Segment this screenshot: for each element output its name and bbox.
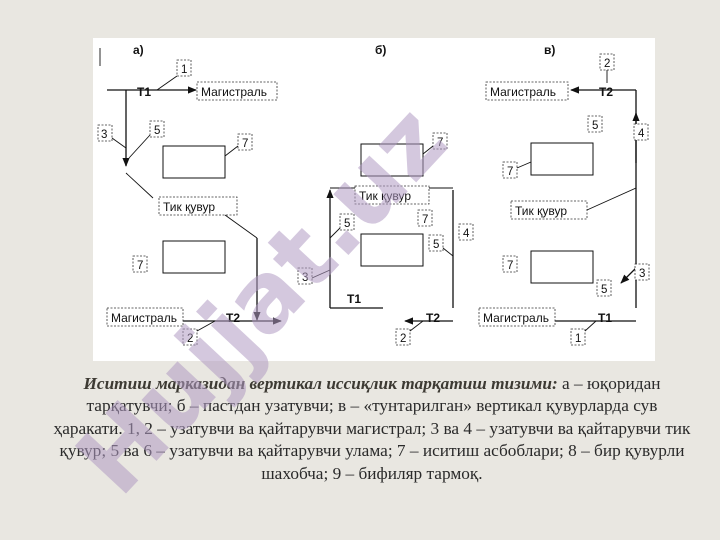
caption-title: Иситиш марказидан вертикал иссиқлик тарқ…	[83, 374, 558, 393]
b-radiator-lower	[360, 233, 424, 267]
c-num-3: 3	[639, 268, 645, 280]
a-magistral-label: Магистраль	[201, 85, 267, 99]
c-radiator-upper	[530, 142, 594, 176]
a-num-3-box	[97, 124, 113, 142]
a-magistral-box	[196, 81, 278, 101]
a-num-3-leader	[111, 137, 127, 149]
b-num-3-leader	[311, 269, 331, 279]
c-link-arrow	[620, 267, 637, 284]
a-radiator-lower	[162, 240, 226, 274]
c-num-5-box	[587, 115, 603, 133]
b-num-5b: 5	[433, 239, 439, 251]
b-riser-box	[354, 185, 430, 205]
a-num-7: 7	[242, 138, 248, 150]
c-magistral-label-2: Магистраль	[483, 311, 549, 325]
b-num-5b-box	[428, 234, 444, 252]
b-num-2-box	[395, 328, 411, 346]
b-num-7-leader	[422, 145, 434, 155]
c-num-4-box	[633, 123, 649, 141]
heating-diagram: а) б) в) T1 Магистраль Тик қувур T2 Маги…	[97, 43, 650, 346]
a-magistral-label-2: Магистраль	[111, 311, 177, 325]
caption-body: а – юқоридан тарқатувчи; б – пастдан уза…	[53, 374, 691, 483]
b-num-5: 5	[344, 218, 350, 230]
b-num-7b-box	[417, 209, 433, 227]
b-num-5-leader	[329, 227, 341, 239]
a-num-1: 1	[181, 64, 187, 76]
panel-a: T1 Магистраль Тик қувур T2 Магистраль 1 …	[97, 59, 282, 346]
a-radiator-upper	[162, 145, 226, 179]
a-num-7b: 7	[137, 260, 143, 272]
a-num-2-leader	[196, 320, 216, 332]
c-tag-t2: T2	[599, 85, 613, 99]
b-tag-t2: T2	[426, 311, 440, 325]
b-num-5b-leader	[442, 247, 454, 257]
b-num-5-box	[339, 213, 355, 231]
a-num-3: 3	[101, 129, 107, 141]
c-num-1-box	[570, 328, 586, 346]
a-num-5: 5	[154, 125, 160, 137]
b-num-4: 4	[463, 228, 470, 240]
a-num-2: 2	[187, 333, 193, 345]
b-num-4-box	[458, 223, 474, 241]
a-riser-label: Тик қувур	[163, 200, 215, 214]
c-num-5b-box	[596, 279, 612, 297]
a-riser-box	[158, 196, 238, 216]
a-tag-t1: T1	[137, 85, 151, 99]
c-tag-t1: T1	[598, 311, 612, 325]
c-riser-label: Тик қувур	[515, 204, 567, 218]
b-tag-t1: T1	[347, 292, 361, 306]
panel-label-b: б)	[375, 43, 386, 57]
c-num-7b: 7	[507, 260, 513, 272]
c-riser-leader	[586, 187, 637, 211]
c-num-7-leader	[516, 161, 532, 169]
panel-b: Тик қувур T1 T2 7 5 7 5 4 3 2	[297, 132, 474, 346]
a-num-7-box	[237, 133, 253, 151]
c-num-2: 2	[604, 58, 610, 70]
panel-c: Магистраль T2 Тик қувур T1 Магистраль 2 …	[478, 53, 650, 346]
a-num-1-leader	[156, 75, 178, 91]
a-num-1-box	[176, 59, 192, 77]
c-num-7b-box	[502, 255, 518, 273]
b-num-7: 7	[437, 137, 443, 149]
a-riser-leader	[125, 172, 154, 199]
b-num-7b: 7	[422, 214, 428, 226]
figure-caption: Иситиш марказидан вертикал иссиқлик тарқ…	[52, 373, 692, 485]
b-riser-label: Тик қувур	[359, 189, 411, 203]
a-num-2-box	[182, 328, 198, 346]
c-num-4: 4	[638, 128, 645, 140]
a-num-5-box	[149, 120, 165, 138]
b-num-2-leader	[409, 320, 424, 332]
a-num-7-leader	[224, 145, 239, 157]
c-num-1-leader	[584, 320, 597, 332]
c-num-1: 1	[575, 333, 581, 345]
c-num-5: 5	[592, 120, 598, 132]
b-num-3-box	[297, 267, 313, 285]
c-num-7: 7	[507, 166, 513, 178]
a-tag-t2: T2	[226, 311, 240, 325]
b-num-3: 3	[302, 272, 308, 284]
a-num-5-leader	[128, 134, 151, 159]
c-magistral-label: Магистраль	[490, 85, 556, 99]
c-radiator-lower	[530, 250, 594, 284]
a-magistral-box-2	[106, 307, 184, 327]
a-riser-leader-2	[224, 214, 258, 239]
b-radiator-upper	[360, 143, 424, 177]
panel-label-a: а)	[133, 43, 144, 57]
c-magistral-box-2	[478, 307, 556, 327]
a-num-7b-box	[132, 255, 148, 273]
c-num-3-box	[634, 263, 650, 281]
b-num-7-box	[432, 132, 448, 150]
c-magistral-box	[485, 81, 569, 101]
c-num-7-box	[502, 161, 518, 179]
panel-label-v: в)	[544, 43, 555, 57]
c-num-5b: 5	[601, 284, 607, 296]
b-num-2: 2	[400, 333, 406, 345]
